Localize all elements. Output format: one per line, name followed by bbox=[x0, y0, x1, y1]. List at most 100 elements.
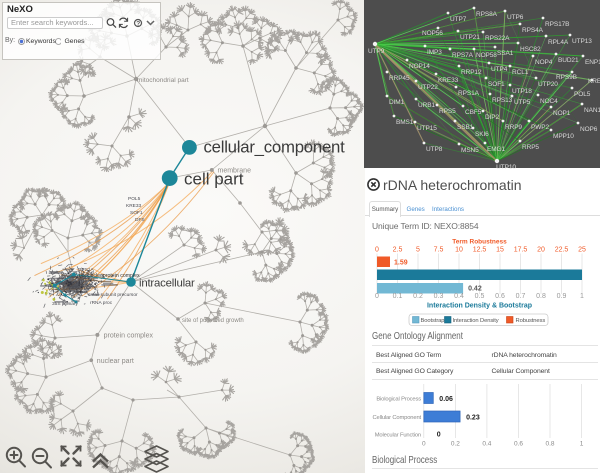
svg-text:20: 20 bbox=[537, 247, 545, 254]
svg-text:Molecular Function: Molecular Function bbox=[375, 433, 421, 439]
svg-text:UTP21: UTP21 bbox=[460, 34, 480, 41]
svg-text:SSA1: SSA1 bbox=[497, 50, 514, 57]
svg-text:ribosomal subunit: ribosomal subunit bbox=[60, 285, 98, 291]
svg-text:RRP5: RRP5 bbox=[522, 144, 539, 151]
svg-text:15: 15 bbox=[496, 247, 504, 254]
svg-text:0.7: 0.7 bbox=[516, 293, 526, 300]
svg-text:small subunit precursor: small subunit precursor bbox=[88, 292, 138, 298]
svg-text:0.8: 0.8 bbox=[545, 441, 554, 448]
svg-text:RPS22A: RPS22A bbox=[485, 35, 510, 42]
svg-text:RRP12: RRP12 bbox=[461, 69, 482, 76]
svg-text:17.5: 17.5 bbox=[514, 247, 528, 254]
svg-text:UTP7: UTP7 bbox=[450, 16, 467, 23]
svg-text:MSN5: MSN5 bbox=[461, 147, 479, 154]
svg-text:0.23: 0.23 bbox=[466, 415, 480, 422]
svg-text:BUD21: BUD21 bbox=[558, 57, 579, 64]
svg-text:0.3: 0.3 bbox=[434, 293, 444, 300]
svg-text:Biological Process: Biological Process bbox=[376, 397, 421, 403]
svg-text:0.1: 0.1 bbox=[393, 293, 403, 300]
svg-text:0.4: 0.4 bbox=[454, 293, 464, 300]
svg-text:RPS1A: RPS1A bbox=[458, 90, 480, 97]
svg-text:RPS13: RPS13 bbox=[492, 97, 513, 104]
svg-text:0.42: 0.42 bbox=[468, 286, 482, 293]
svg-text:POL5: POL5 bbox=[128, 196, 141, 202]
svg-text:membrane: membrane bbox=[218, 168, 252, 175]
svg-text:UTP8: UTP8 bbox=[426, 146, 443, 153]
svg-text:Interaction Density: Interaction Density bbox=[453, 318, 499, 324]
svg-text:KRE: KRE bbox=[588, 78, 600, 85]
svg-text:RPS4A: RPS4A bbox=[522, 27, 544, 34]
svg-text:35S primary: 35S primary bbox=[52, 301, 78, 307]
svg-text:SKI6: SKI6 bbox=[475, 131, 489, 138]
svg-text:12.5: 12.5 bbox=[473, 247, 487, 254]
svg-text:UTP9: UTP9 bbox=[368, 48, 385, 55]
svg-text:BMS1: BMS1 bbox=[396, 119, 414, 126]
svg-text:Term Robustness: Term Robustness bbox=[452, 239, 507, 246]
svg-text:MPP10: MPP10 bbox=[553, 133, 574, 140]
svg-text:cellular_component: cellular_component bbox=[204, 138, 346, 157]
svg-text:NOC4: NOC4 bbox=[540, 98, 558, 105]
svg-text:UTP18: UTP18 bbox=[512, 88, 532, 95]
svg-text:1.59: 1.59 bbox=[394, 260, 408, 267]
svg-text:KRE33: KRE33 bbox=[438, 77, 459, 84]
svg-text:KRE33: KRE33 bbox=[126, 203, 142, 209]
svg-text:SOF1: SOF1 bbox=[130, 210, 143, 216]
svg-text:Bootstrap: Bootstrap bbox=[421, 318, 445, 324]
svg-text:RRP9: RRP9 bbox=[505, 124, 522, 131]
svg-text:ribonucleoprotein complex: ribonucleoprotein complex bbox=[79, 273, 140, 279]
svg-text:NOP56: NOP56 bbox=[422, 30, 443, 37]
svg-text:PWP2: PWP2 bbox=[531, 124, 550, 131]
svg-text:Interaction Density & Bootstra: Interaction Density & Bootstrap bbox=[427, 303, 532, 310]
svg-text:NOP14: NOP14 bbox=[409, 63, 430, 70]
svg-text:cell part: cell part bbox=[184, 170, 244, 189]
svg-text:SOF1: SOF1 bbox=[488, 81, 505, 88]
svg-text:nuclear part: nuclear part bbox=[97, 358, 134, 365]
svg-text:0.2: 0.2 bbox=[451, 441, 460, 448]
svg-text:5: 5 bbox=[416, 247, 420, 254]
svg-text:22.5: 22.5 bbox=[555, 247, 569, 254]
svg-text:?: ? bbox=[136, 21, 140, 28]
svg-text:0.6: 0.6 bbox=[514, 441, 523, 448]
svg-text:SSB1: SSB1 bbox=[457, 124, 474, 131]
svg-text:HSC82: HSC82 bbox=[520, 46, 541, 53]
svg-text:UTP22: UTP22 bbox=[418, 84, 438, 91]
svg-text:7.5: 7.5 bbox=[434, 247, 444, 254]
svg-text:UTP13: UTP13 bbox=[572, 38, 592, 45]
svg-text:RPL4A: RPL4A bbox=[548, 39, 569, 46]
svg-text:0.06: 0.06 bbox=[439, 396, 453, 403]
svg-text:Cellular Component: Cellular Component bbox=[372, 415, 421, 421]
svg-text:DFS: DFS bbox=[135, 217, 145, 223]
svg-text:RPS8A: RPS8A bbox=[476, 11, 498, 18]
svg-text:0: 0 bbox=[422, 441, 426, 448]
svg-text:intracellular: intracellular bbox=[139, 278, 195, 290]
svg-text:POL5: POL5 bbox=[574, 91, 591, 98]
svg-text:rRNA proc: rRNA proc bbox=[90, 300, 113, 306]
svg-text:ENP1: ENP1 bbox=[585, 59, 600, 66]
svg-text:RCL1: RCL1 bbox=[512, 69, 529, 76]
svg-text:RPS5: RPS5 bbox=[439, 108, 456, 115]
svg-text:site of polarized growth: site of polarized growth bbox=[182, 318, 244, 324]
svg-text:0.5: 0.5 bbox=[475, 293, 485, 300]
svg-text:URB1: URB1 bbox=[418, 102, 435, 109]
svg-text:0.9: 0.9 bbox=[557, 293, 567, 300]
svg-text:0: 0 bbox=[375, 293, 379, 300]
svg-text:10: 10 bbox=[455, 247, 463, 254]
svg-text:UTP6: UTP6 bbox=[507, 14, 524, 21]
svg-text:0.8: 0.8 bbox=[536, 293, 546, 300]
svg-text:UTP4: UTP4 bbox=[491, 66, 508, 73]
svg-text:0: 0 bbox=[375, 247, 379, 254]
svg-text:NOP1: NOP1 bbox=[553, 110, 571, 117]
svg-text:RPS1A: RPS1A bbox=[78, 267, 95, 273]
svg-text:protein complex: protein complex bbox=[104, 333, 154, 340]
svg-text:0.6: 0.6 bbox=[495, 293, 505, 300]
svg-text:0: 0 bbox=[437, 432, 441, 439]
svg-text:NOP4: NOP4 bbox=[535, 59, 553, 66]
svg-text:RPS9B: RPS9B bbox=[556, 74, 577, 81]
svg-text:IMP3: IMP3 bbox=[427, 49, 442, 56]
svg-text:25: 25 bbox=[578, 247, 586, 254]
svg-text:CBF5: CBF5 bbox=[465, 109, 482, 116]
svg-text:0.4: 0.4 bbox=[482, 441, 491, 448]
svg-text:2.5: 2.5 bbox=[393, 247, 403, 254]
svg-text:UTP20: UTP20 bbox=[538, 81, 558, 88]
svg-text:DIP2: DIP2 bbox=[485, 114, 500, 121]
